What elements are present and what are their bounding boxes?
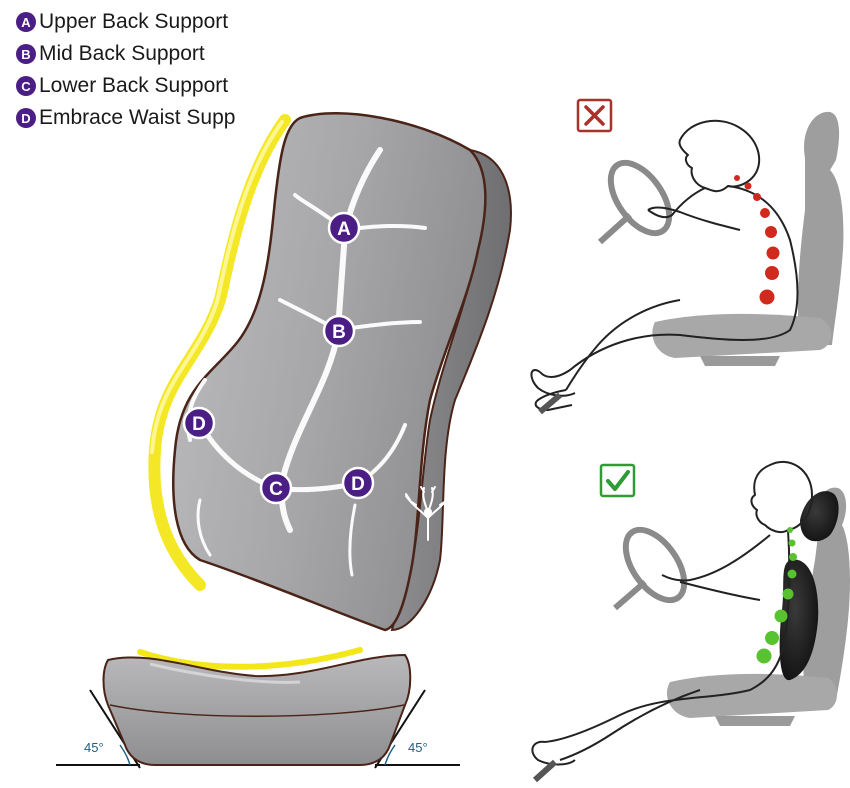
marker-d-right: D: [341, 466, 375, 500]
angle-label-left: 45°: [84, 740, 104, 755]
legend-item-mid: B Mid Back Support: [16, 38, 266, 70]
legend-label: Embrace Waist Supp: [39, 106, 236, 129]
spine-dots-red: [734, 175, 780, 305]
wrong-posture-icon: [576, 98, 613, 133]
correct-posture-icon: [599, 463, 636, 498]
cushion-bottom-view: [102, 653, 412, 766]
brand-tree-logo: [405, 486, 451, 541]
correct-posture-figure: [531, 460, 850, 783]
marker-c: C: [259, 471, 293, 505]
headrest-pillow: [800, 491, 839, 542]
legend: A Upper Back Support B Mid Back Support …: [16, 6, 266, 134]
marker-a-label: A: [337, 219, 351, 240]
marker-d-label: D: [351, 474, 365, 495]
seat-cushion: [652, 313, 832, 358]
spine-dots-green: [756, 527, 797, 664]
seat-cushion: [666, 673, 837, 718]
marker-d-left: D: [182, 406, 216, 440]
legend-item-lower: C Lower Back Support: [16, 70, 266, 102]
marker-c-label: C: [269, 479, 283, 500]
badge-a-icon: A: [16, 12, 36, 32]
bottom-glow: [137, 647, 363, 670]
marker-b: B: [322, 314, 356, 348]
seat-back: [803, 487, 850, 700]
seat-back: [797, 111, 844, 345]
badge-c-icon: C: [16, 76, 36, 96]
legend-item-waist: D Embrace Waist Supp: [16, 102, 266, 134]
badge-b-icon: B: [16, 44, 36, 64]
legend-label: Mid Back Support: [39, 42, 205, 65]
marker-b-label: B: [332, 322, 346, 343]
legend-label: Lower Back Support: [39, 74, 229, 97]
marker-d-label: D: [192, 414, 206, 435]
badge-d-icon: D: [16, 108, 36, 128]
wrong-posture-figure: [530, 111, 844, 415]
legend-label: Upper Back Support: [39, 10, 229, 33]
legend-item-upper: A Upper Back Support: [16, 6, 266, 38]
angle-label-right: 45°: [408, 740, 428, 755]
marker-a: A: [327, 211, 361, 245]
